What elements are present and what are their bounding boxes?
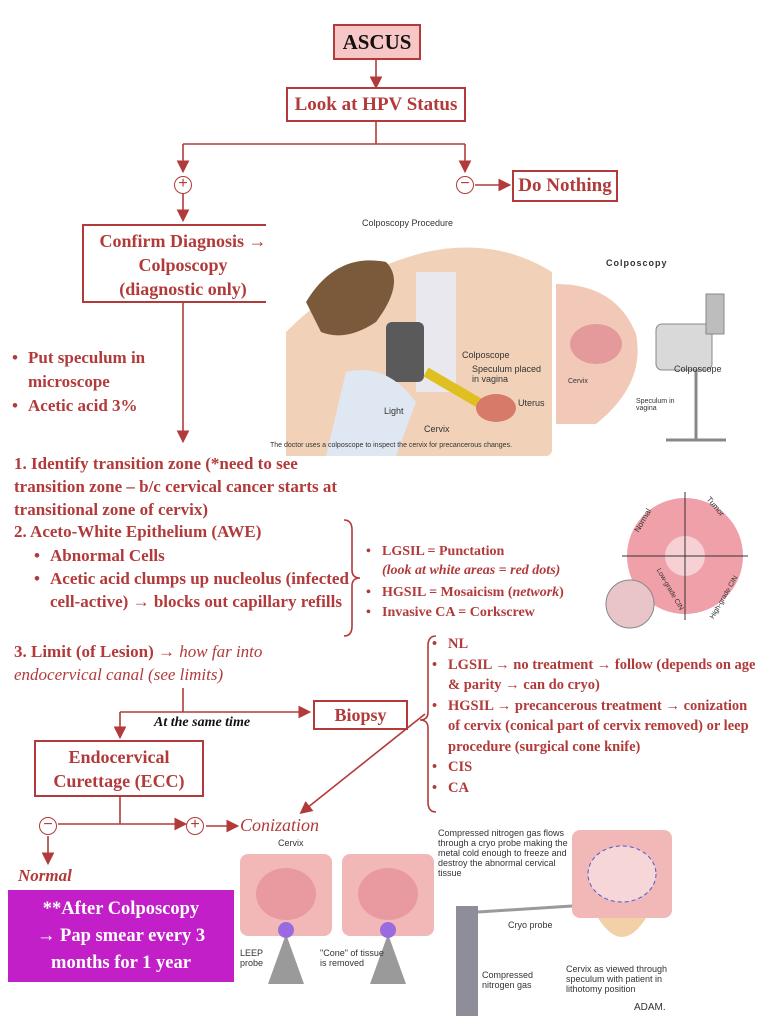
ecc-box: Endocervical Curettage (ECC)	[34, 740, 204, 797]
ecc-positive-sign: +	[186, 817, 204, 835]
cervix-view-caption: Cervix as viewed through speculum with p…	[566, 964, 668, 994]
proc-label: Uterus	[518, 398, 545, 408]
biopsy-result-item: LGSIL → no treatment → follow (depends o…	[432, 655, 762, 696]
step-2-list: Abnormal Cells Acetic acid clumps up nuc…	[34, 544, 350, 613]
after-colposcopy-box: **After Colposcopy → Pap smear every 3 m…	[8, 890, 234, 982]
after-line-2: → Pap smear every 3	[36, 926, 206, 946]
side-label: Speculum in vagina	[636, 398, 675, 412]
side-label: Cervix	[568, 378, 588, 385]
proc-label: Light	[384, 406, 404, 416]
proc-title: Colposcopy Procedure	[362, 218, 454, 228]
finding-lgsil: LGSIL = Punctation	[366, 542, 616, 562]
biopsy-box: Biopsy	[313, 700, 408, 730]
biopsy-results-list: NL LGSIL → no treatment → follow (depend…	[432, 634, 762, 798]
after-line-3: months for 1 year	[51, 953, 191, 973]
cryo-illustration: Compressed nitrogen gas flows through a …	[438, 826, 762, 1020]
leep-illustration: Cervix LEEP probe "Cone" of tissue is re…	[238, 834, 438, 984]
confirm-line-3: (diagnostic only)	[119, 279, 247, 299]
biopsy-result-item: HGSIL → precancerous treatment → conizat…	[432, 696, 762, 758]
confirm-diagnosis-box: Confirm Diagnosis → Colposcopy (diagnost…	[82, 224, 284, 303]
after-line-1: **After Colposcopy	[42, 899, 200, 919]
proc-label: Speculum placed in vagina	[472, 364, 542, 384]
biopsy-result-item: CIS	[432, 757, 762, 778]
adam-logo: ADAM.	[634, 1002, 666, 1013]
step-3: 3. Limit (of Lesion) → how far into endo…	[14, 640, 334, 686]
cryo-label: Compressed nitrogen gas	[482, 970, 534, 990]
leep-label: Cervix	[278, 838, 304, 848]
colposcopy-procedure-illustration: Colposcopy Procedure Colposcope Speculum…	[266, 212, 552, 456]
step-2: 2. Aceto-White Epithelium (AWE)	[14, 522, 262, 541]
prep-item: Acetic acid 3%	[12, 394, 212, 418]
biopsy-result-item: CA	[432, 778, 762, 799]
proc-label: Cervix	[424, 424, 450, 434]
do-nothing-box: Do Nothing	[512, 170, 618, 202]
proc-label: Colposcope	[462, 350, 510, 360]
finding-hgsil: HGSIL = Mosaicism (network)	[366, 583, 626, 603]
findings-list-2: HGSIL = Mosaicism (network) Invasive CA …	[366, 583, 626, 623]
leep-label: LEEP probe	[240, 948, 264, 968]
side-label: Colposcope	[674, 364, 722, 374]
cryo-text: Compressed nitrogen gas flows through a …	[438, 828, 568, 878]
hpv-positive-sign: +	[174, 176, 192, 194]
finding-lgsil-note: (look at white areas = red dots)	[382, 563, 561, 578]
step-3-label: 3. Limit (of Lesion) →	[14, 642, 176, 661]
leep-label: "Cone" of tissue is removed	[320, 948, 384, 968]
step-1: 1. Identify transition zone (*need to se…	[14, 454, 338, 519]
normal-label: Normal	[18, 866, 72, 885]
prep-item: Put speculum in microscope	[12, 346, 212, 394]
confirm-line-2: Colposcopy	[138, 255, 228, 275]
ecc-line-2: Curettage (ECC)	[53, 771, 185, 791]
prep-list: Put speculum in microscope Acetic acid 3…	[12, 346, 212, 418]
hpv-negative-sign: −	[456, 176, 474, 194]
conization-label: Conization	[240, 815, 320, 835]
side-title: Colposcopy	[606, 258, 668, 268]
biopsy-result-item: NL	[432, 634, 762, 655]
confirm-line-1: Confirm Diagnosis →	[99, 231, 267, 251]
cervix-classification-illustration: Normal Tumor Low-grade CIN High-grade CI…	[600, 486, 760, 636]
hpv-status-box: Look at HPV Status	[286, 87, 466, 122]
step-3-detail: how far into endocervical canal (see lim…	[14, 642, 263, 684]
colposcopy-side-illustration: Colposcopy Colposcope Speculum in vagina…	[556, 254, 756, 450]
ecc-line-1: Endocervical	[68, 747, 170, 767]
at-same-time-label: At the same time	[154, 715, 251, 730]
finding-invasive: Invasive CA = Corkscrew	[366, 603, 626, 623]
findings-list: LGSIL = Punctation	[366, 542, 616, 562]
ecc-negative-sign: −	[39, 817, 57, 835]
cryo-label: Cryo probe	[508, 920, 553, 930]
ascus-box: ASCUS	[333, 24, 421, 60]
proc-caption: The doctor uses a colposcope to inspect …	[270, 442, 513, 449]
step-2-item: Acetic acid clumps up nucleolus (infecte…	[34, 567, 350, 613]
step-2-item: Abnormal Cells	[34, 544, 350, 567]
